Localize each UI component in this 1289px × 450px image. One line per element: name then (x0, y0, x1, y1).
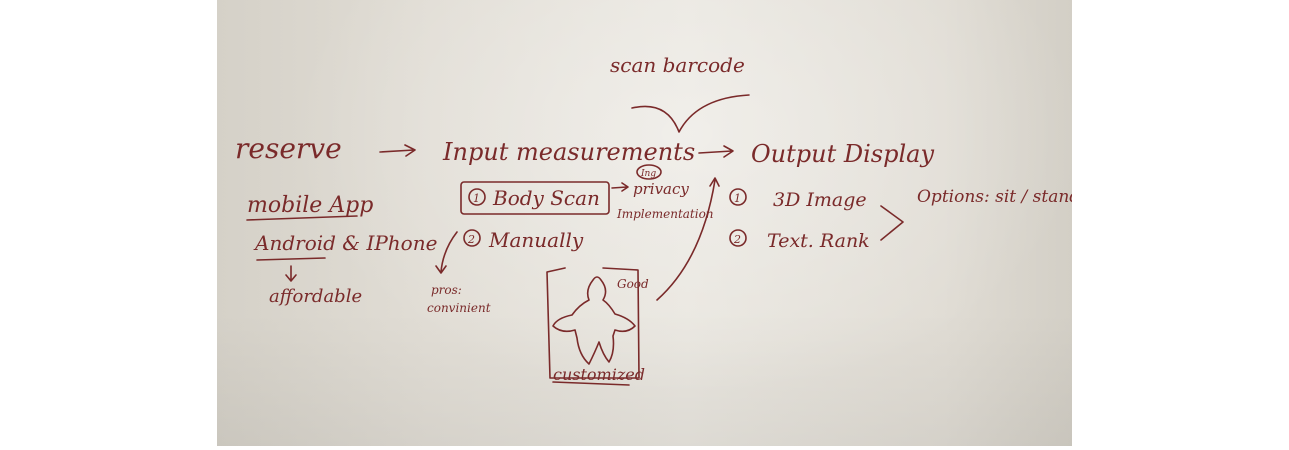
body-scan-num: 1 (473, 192, 480, 205)
convenient-text: convinient (427, 301, 491, 315)
image-3d-num: 1 (734, 192, 741, 205)
body-scan-text: Body Scan (492, 186, 600, 210)
body-figure-icon (552, 276, 636, 365)
mobile-app-underline (246, 215, 358, 221)
text-rank-text: Text. Rank (767, 230, 870, 252)
arrow-manually-to-pros (435, 231, 458, 274)
customized-underline (552, 381, 630, 386)
arrow-to-affordable (285, 265, 297, 282)
arrow-reserve-to-input (379, 144, 416, 157)
affordable-text: affordable (269, 286, 362, 307)
options-text: Options: sit / stand (917, 187, 1072, 207)
manually-num: 2 (467, 233, 475, 246)
image-3d-num-circle (729, 188, 747, 206)
input-measurements-text: Input measurements (442, 138, 695, 166)
android-underline (256, 257, 326, 261)
output-display-text: Output Display (751, 140, 934, 168)
customized-text: customized (553, 365, 645, 384)
manually-text: Manually (488, 228, 584, 252)
body-scan-box (460, 181, 610, 215)
mobile-app-text: mobile App (247, 193, 373, 218)
text-rank-num-circle (729, 229, 747, 247)
text-rank-num: 2 (733, 233, 741, 246)
whiteboard-sketch: scan barcode reserve Input measurements … (235, 53, 1072, 386)
options-bracket (880, 205, 904, 241)
reserve-text: reserve (235, 132, 342, 165)
body-scan-num-circle (468, 188, 486, 206)
arrow-to-privacy (611, 182, 629, 192)
privacy-note-text: Ing (640, 169, 656, 179)
privacy-text: privacy (633, 180, 689, 198)
scan-barcode-text: scan barcode (610, 53, 745, 77)
implementation-text: Implementation (616, 207, 714, 221)
whiteboard-photo: scan barcode reserve Input measurements … (217, 0, 1072, 446)
good-text: Good (617, 277, 649, 291)
pros-text: pros: (431, 283, 462, 297)
image-3d-text: 3D Image (773, 189, 867, 211)
manually-num-circle (463, 229, 481, 247)
arrow-input-to-output (698, 145, 734, 158)
scan-barcode-curve (631, 94, 750, 133)
privacy-note-circle (636, 164, 662, 180)
arrow-customized-to-output (656, 177, 720, 301)
android-iphone-text: Android & IPhone (253, 231, 437, 255)
customized-frame (546, 267, 640, 379)
